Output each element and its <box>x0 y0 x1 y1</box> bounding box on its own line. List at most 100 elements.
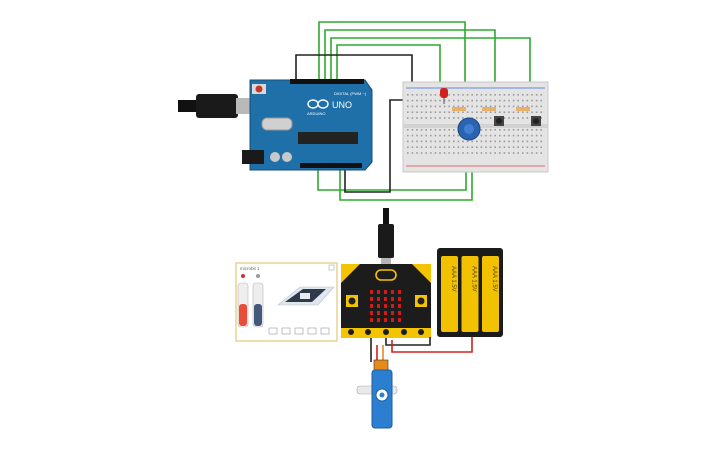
breadboard-hole <box>489 140 492 143</box>
breadboard-hole <box>489 94 492 96</box>
gesture-icons[interactable] <box>268 327 330 335</box>
breadboard-hole <box>512 140 515 143</box>
breadboard-hole <box>457 146 460 148</box>
led-pixel <box>370 318 373 322</box>
microbit-simulator-panel[interactable]: microbit 1 <box>235 262 338 342</box>
potentiometer[interactable] <box>457 117 481 141</box>
breadboard-hole <box>526 146 529 148</box>
wire-black-top[interactable] <box>295 54 413 95</box>
breadboard-hole <box>416 111 418 113</box>
button-b[interactable] <box>415 295 427 307</box>
led-pixel <box>391 304 394 308</box>
breadboard-hole <box>540 111 542 113</box>
breadboard-hole <box>485 152 487 154</box>
breadboard-hole <box>535 94 538 96</box>
breadboard-hole <box>485 105 487 108</box>
tilt-right-icon <box>307 327 317 335</box>
wire-green-4[interactable] <box>336 44 441 96</box>
resistor-2[interactable] <box>482 107 496 111</box>
breadboard-hole <box>434 129 437 131</box>
breadboard-hole <box>430 117 432 119</box>
breadboard-hole <box>480 117 483 119</box>
breadboard-hole <box>540 99 542 102</box>
breadboard-hole <box>522 94 524 96</box>
breadboard-hole <box>494 94 496 96</box>
breadboard-hole <box>411 140 414 143</box>
digital-header[interactable] <box>290 79 364 84</box>
breadboard-hole <box>471 111 473 113</box>
breadboard-hole <box>457 140 460 143</box>
breadboard-hole <box>443 134 446 137</box>
breadboard-hole <box>480 140 483 143</box>
microbit-board[interactable] <box>341 264 431 338</box>
breadboard-hole <box>430 111 432 113</box>
servo-motor[interactable] <box>356 359 398 429</box>
breadboard-hole <box>503 111 506 113</box>
tilt-preview[interactable] <box>277 286 335 306</box>
breadboard-hole <box>508 111 510 113</box>
battery-label: AAA 1.5V <box>491 266 497 292</box>
breadboard-hole <box>443 105 446 108</box>
analog-header[interactable] <box>300 163 362 168</box>
breadboard-hole <box>535 129 538 131</box>
breadboard-hole <box>485 111 487 113</box>
breadboard-hole <box>430 146 432 148</box>
breadboard-hole <box>508 99 510 102</box>
face-icon <box>320 327 330 335</box>
breadboard-hole <box>466 140 469 143</box>
pushbutton-2[interactable] <box>531 116 541 126</box>
breadboard-hole <box>430 105 432 108</box>
breadboard-hole <box>453 140 455 143</box>
breadboard-hole <box>480 129 483 131</box>
breadboard-hole <box>471 94 473 96</box>
breadboard-hole <box>508 94 510 96</box>
breadboard-hole <box>503 134 506 137</box>
power-jack[interactable] <box>242 150 264 164</box>
breadboard-hole <box>499 99 501 102</box>
red-led[interactable] <box>440 88 448 104</box>
wire-black-bottom[interactable] <box>344 99 412 193</box>
button-a[interactable] <box>346 295 358 307</box>
arduino-uno-board[interactable]: DIGITAL (PWM ~) ARDUINO UNO <box>242 79 373 171</box>
breadboard-hole <box>407 134 409 137</box>
wires-bottom[interactable] <box>370 337 473 362</box>
breadboard-hole <box>439 134 441 137</box>
breadboard-hole <box>503 105 506 108</box>
breadboard-hole <box>522 105 524 108</box>
microbit-usb-cable[interactable] <box>378 208 394 264</box>
led-pixel <box>370 311 373 315</box>
pushbutton-1[interactable] <box>494 116 504 126</box>
breadboard-hole <box>425 140 427 143</box>
breadboard-hole <box>512 105 515 108</box>
usb-cable[interactable] <box>178 94 256 118</box>
wire-red-battery[interactable] <box>391 337 473 353</box>
breadboard-hole <box>526 117 529 119</box>
wire-black-servo[interactable] <box>385 337 431 346</box>
breadboard-hole <box>540 152 542 154</box>
breadboard-hole <box>494 146 496 148</box>
wire-green-bottom-2[interactable] <box>339 148 473 201</box>
panel-title: microbit 1 <box>240 266 260 271</box>
breadboard-hole <box>540 146 542 148</box>
touch-logo[interactable] <box>375 269 397 281</box>
wire-green-3[interactable] <box>330 37 531 98</box>
breadboard-hole <box>430 152 432 154</box>
close-icon[interactable] <box>328 264 335 271</box>
breadboard-hole <box>512 99 515 102</box>
resistor-1[interactable] <box>452 107 466 111</box>
breadboard-hole <box>508 117 510 119</box>
breadboard-hole <box>480 94 483 96</box>
breadboard-hole <box>531 134 533 137</box>
breadboard-hole <box>522 146 524 148</box>
breadboard-hole <box>407 140 409 143</box>
breadboard-hole <box>535 134 538 137</box>
led-pixel <box>398 290 401 294</box>
breadboard-hole <box>508 134 510 137</box>
breadboard-hole <box>531 94 533 96</box>
resistor-3[interactable] <box>516 107 530 111</box>
breadboard-hole <box>535 111 538 113</box>
breadboard-hole <box>434 146 437 148</box>
wire-green-1[interactable] <box>318 21 466 95</box>
